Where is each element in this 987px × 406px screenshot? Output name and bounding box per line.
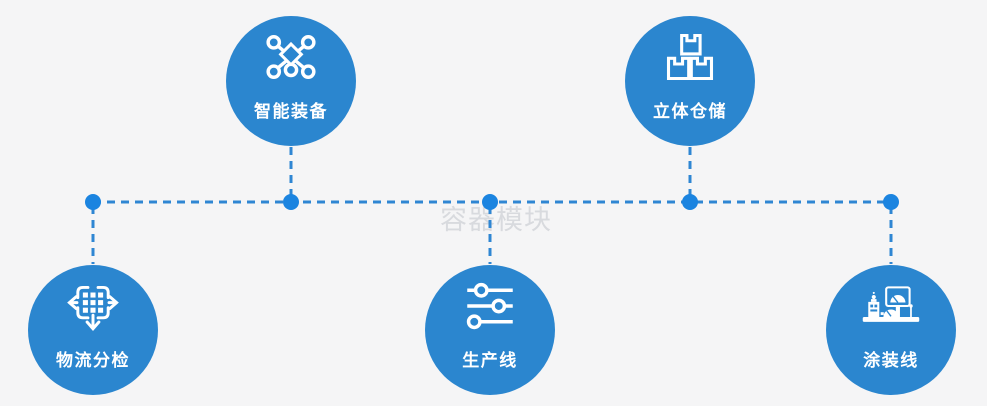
node-warehouse: 立体仓储 [625,16,755,146]
node-smart-equipment: 智能装备 [226,16,356,146]
junction-dot [883,194,899,210]
node-label: 生产线 [462,351,518,371]
sliders-icon [462,280,518,332]
node-label: 涂装线 [863,351,919,371]
junction-dot [85,194,101,210]
node-label: 物流分检 [56,351,130,371]
watermark: 容器模块 [440,205,552,236]
node-label: 立体仓储 [653,102,727,122]
node-painting-line: 涂装线 [826,265,956,395]
node-logistics-sorting: 物流分检 [28,265,158,395]
junction-dot [482,194,498,210]
network-nodes-icon [263,31,319,83]
control-station-icon [860,280,922,332]
junction-dot [283,194,299,210]
node-production-line: 生产线 [425,265,555,395]
junction-dot [682,194,698,210]
node-label: 智能装备 [254,102,328,122]
sorting-arrows-icon [66,280,120,332]
stacked-boxes-icon [663,31,717,83]
